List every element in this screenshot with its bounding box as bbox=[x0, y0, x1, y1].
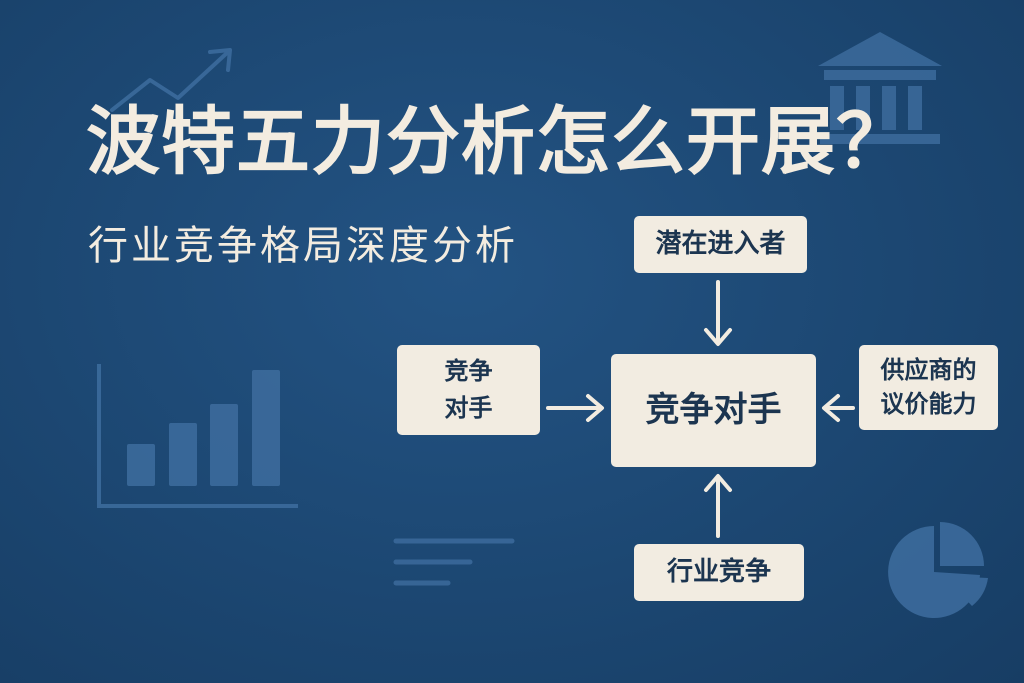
arrow-right-to-center bbox=[822, 394, 855, 422]
bar-chart-icon bbox=[97, 364, 298, 508]
box-label-line2: 议价能力 bbox=[880, 389, 977, 418]
box-industry-competition: 行业竞争 bbox=[634, 544, 804, 601]
box-supplier-power: 供应商的 议价能力 bbox=[859, 345, 998, 430]
pie-chart-icon bbox=[888, 522, 988, 618]
box-label-line1: 竞争 bbox=[444, 356, 493, 385]
box-potential-entrants: 潜在进入者 bbox=[634, 216, 807, 273]
bank-building-icon bbox=[818, 32, 942, 144]
box-label: 行业竞争 bbox=[666, 557, 771, 588]
box-label: 潜在进入者 bbox=[655, 229, 786, 260]
box-label-line1: 供应商的 bbox=[880, 355, 977, 384]
page-subtitle: 行业竞争格局深度分析 bbox=[88, 223, 518, 269]
text-lines-icon bbox=[393, 538, 515, 586]
arrow-bottom-to-center bbox=[704, 474, 732, 538]
arrow-top-to-center bbox=[704, 280, 732, 346]
box-competitors-left: 竞争 对手 bbox=[397, 345, 540, 435]
page-title: 波特五力分析怎么开展？ bbox=[86, 99, 911, 185]
arrow-left-to-center bbox=[546, 394, 604, 422]
trend-arrow-icon bbox=[110, 48, 232, 112]
box-label-line2: 对手 bbox=[444, 394, 493, 422]
box-label: 竞争对手 bbox=[645, 390, 782, 431]
box-center-competitors: 竞争对手 bbox=[611, 354, 816, 467]
